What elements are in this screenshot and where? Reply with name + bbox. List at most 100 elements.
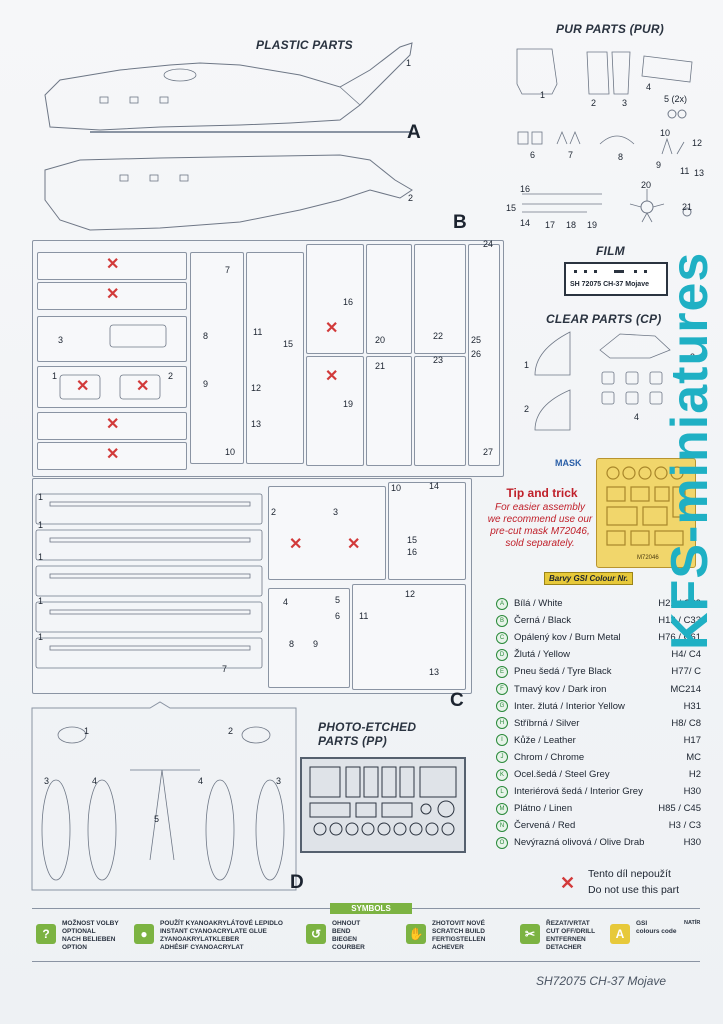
colour-code: MC	[686, 751, 701, 763]
colour-key-icon: G	[496, 700, 508, 713]
symbol-icon: ●	[134, 924, 154, 944]
pur-item-17: 17	[545, 220, 556, 230]
pur-item-19: 19	[587, 220, 598, 230]
do-not-use-text-1: Tento díl nepoužít	[588, 868, 671, 880]
part-label: 1	[38, 492, 44, 502]
symbol-line: ZYANOAKRYLATKLEBER	[160, 936, 240, 943]
symbol-line: BEND	[332, 928, 351, 935]
part-label: 16	[343, 297, 354, 307]
do-not-use-mark: ✕	[106, 256, 120, 273]
sprue-b-cell: 19 ✕	[306, 356, 364, 466]
colour-name: Bílá / White	[514, 598, 563, 609]
colour-code: H12 / C33	[658, 615, 701, 627]
clear-item-3: 3	[690, 352, 696, 362]
symbol-line: OPTION	[62, 944, 87, 951]
colour-code: H30	[683, 837, 701, 849]
colour-code: H77/ C	[671, 666, 701, 678]
pur-item-7: 7	[568, 150, 574, 160]
colour-key-icon: F	[496, 683, 508, 695]
symbol-icon: ✋	[406, 924, 426, 944]
symbol-line: COURBER	[332, 944, 365, 951]
part-label: 27	[483, 447, 494, 457]
colour-key-icon: I	[496, 734, 508, 747]
pur-item-11: 11	[680, 166, 690, 176]
part-label: 15	[283, 339, 294, 349]
part-label: 10	[225, 447, 236, 457]
sprue-label-b: B	[453, 212, 467, 233]
mask-code: M72046	[637, 555, 659, 561]
colour-key-icon: J	[496, 751, 508, 764]
do-not-use-legend-mark: ✕	[560, 873, 576, 893]
colour-code: H30	[683, 786, 701, 798]
mask-product-image: M72046	[596, 458, 696, 568]
part-label: 26	[471, 349, 482, 359]
colour-key-icon: O	[496, 836, 508, 849]
colour-name: Tmavý kov / Dark iron	[514, 683, 607, 695]
pur-item-4: 4	[646, 82, 652, 92]
colour-name: Chrom / Chrome	[514, 751, 585, 763]
colour-code: MC214	[670, 683, 701, 695]
colour-key-icon: K	[496, 768, 508, 781]
colour-name: Ocel.šedá / Steel Grey	[514, 769, 610, 780]
part-label: 4	[283, 597, 289, 607]
part-label: 25	[471, 335, 482, 345]
mask-cutouts	[606, 466, 686, 546]
photo-etched-title-line-1: PHOTO-ETCHED	[318, 720, 417, 734]
colour-name: Pneu šedá / Tyre Black	[514, 666, 612, 678]
do-not-use-mark: ✕	[136, 378, 150, 395]
tip-title: Tip and trick	[506, 486, 578, 500]
colour-key-icon: M	[496, 802, 508, 815]
symbol-line: colours code	[636, 928, 677, 935]
symbol-icon: ?	[36, 924, 56, 944]
colour-name: Žlutá / Yellow	[514, 649, 570, 661]
part-label: 5	[154, 814, 160, 824]
symbol-line: BIEGEN	[332, 936, 357, 943]
colour-name: Stříbrná / Silver	[514, 717, 580, 729]
part-label: 3	[333, 507, 339, 517]
part-label: 3	[276, 776, 282, 786]
film-markings	[574, 270, 647, 273]
do-not-use-mark: ✕	[106, 416, 120, 433]
part-label: 1	[38, 520, 44, 530]
colour-row: J Chrom / Chrome MC	[496, 750, 701, 765]
part-label: 7	[222, 664, 228, 674]
colour-code: H31	[683, 700, 701, 712]
sprue-c-cell: 10 14 15 16	[388, 481, 466, 580]
colour-key-icon: L	[496, 785, 508, 798]
pur-item-1: 1	[540, 90, 546, 100]
part-label: 20	[375, 335, 386, 345]
colour-code: H8/ C8	[671, 717, 701, 729]
pur-item-20: 20	[641, 180, 652, 190]
symbol-line: GSI	[636, 920, 648, 927]
part-number-1: 1	[406, 58, 412, 68]
do-not-use-mark: ✕	[106, 286, 120, 303]
pur-item-6: 6	[530, 150, 536, 160]
part-label: 10	[391, 483, 402, 493]
sprue-label-d: D	[290, 872, 304, 893]
symbol-line: ACHEVER	[432, 944, 464, 951]
symbol-line: OHNOUT	[332, 920, 361, 927]
clear-item-4: 4	[634, 412, 640, 422]
sprue-b-cell: 20	[366, 244, 412, 354]
film-sheet: SH 72075 CH-37 Mojave	[564, 262, 668, 296]
pur-item-9: 9	[656, 160, 662, 170]
tip-body: For easier assembly we recommend use our…	[478, 502, 602, 550]
watermark: KFS-miniatures	[661, 251, 719, 650]
sprue-b-cell: 21	[366, 356, 412, 466]
sprue-c-cell: 2 3 ✕ ✕	[268, 486, 386, 580]
sprue-b-cell: 7 8 9 10	[190, 252, 244, 464]
colour-key-icon: D	[496, 648, 508, 661]
symbol-line: SCRATCH BUILD	[432, 928, 485, 935]
part-label: 14	[429, 481, 440, 491]
sprue-b-cell: 23	[414, 355, 466, 466]
